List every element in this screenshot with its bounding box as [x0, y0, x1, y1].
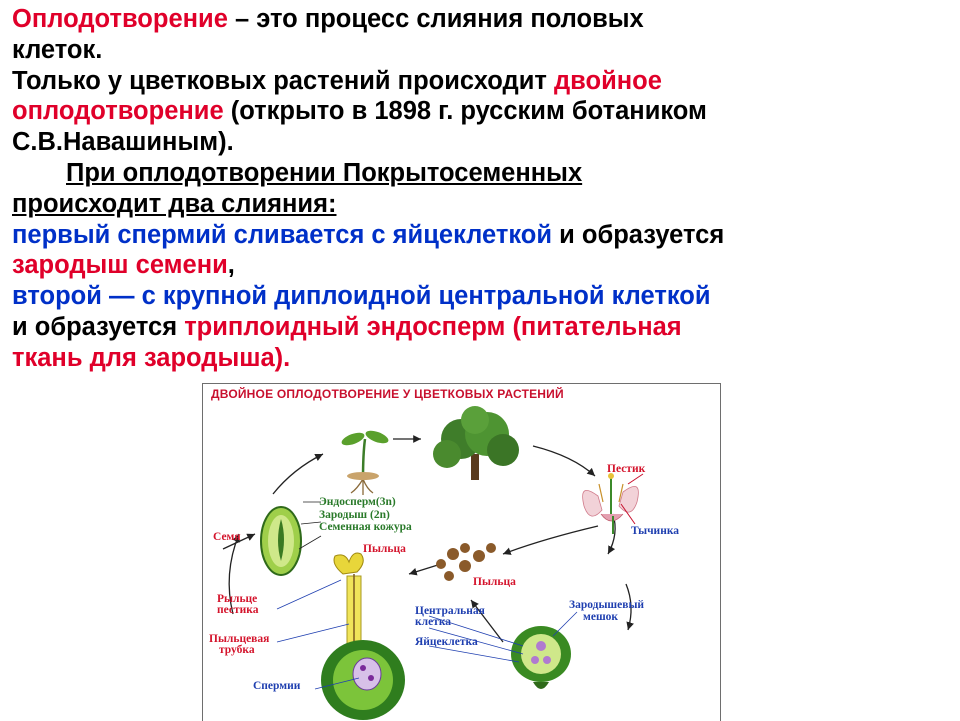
definition-line-1: Оплодотворение – это процесс слияния пол… [12, 4, 952, 35]
fusion-2-line-1: второй — с крупной диплоидной центрально… [12, 281, 952, 312]
definition-line-2: клеток. [12, 35, 103, 64]
term-fertilization-2: оплодотворение [12, 97, 224, 126]
heading-two-fusions-text: происходит два слияния: [12, 189, 337, 218]
label-pollen-mid: Пыльца [473, 576, 516, 588]
label-pollen-tube-1: Пыльцевая [209, 633, 270, 645]
label-central-cell-1: Центральная [415, 605, 485, 617]
label-leaders [276, 579, 578, 690]
flower-icon [582, 473, 644, 534]
comma: , [227, 251, 235, 280]
pistil-section-icon [321, 552, 405, 720]
label-pollen-tube-2: трубка [219, 644, 255, 656]
label-sperm: Спермии [253, 680, 301, 692]
double-line-2: оплодотворение (открыто в 1898 г. русски… [12, 96, 952, 127]
double-line-1: Только у цветковых растений происходит д… [12, 66, 952, 97]
label-embryo-sac-1: Зародышевый [569, 599, 645, 611]
label-egg-cell: Яйцеклетка [415, 636, 478, 648]
heading-angiosperms: При оплодотворении Покрытосеменных [12, 158, 952, 189]
cycle-illustration [222, 406, 644, 720]
definition-text: – это процесс слияния половых [227, 5, 644, 33]
seed-icon [260, 501, 322, 576]
label-pollen-top: Пыльца [363, 543, 406, 555]
cycle-arrows [222, 435, 634, 643]
term-endosperm: триплоидный эндосперм (питательная [184, 312, 682, 341]
double-text-a: Только у цветковых растений происходит [12, 66, 554, 95]
term-embryo: зародыш семени [12, 251, 228, 280]
double-line-3: С.В.Навашиным). [12, 128, 234, 157]
label-pistil: Пестик [607, 463, 646, 475]
label-embryo-sac-2: мешок [583, 611, 619, 623]
fusion-1-line-2: зародыш семени, [12, 250, 952, 281]
term-double: двойное [553, 66, 662, 95]
seedling-icon [341, 430, 389, 495]
slide-text: Оплодотворение – это процесс слияния пол… [12, 4, 952, 374]
term-fertilization: Оплодотворение [12, 5, 228, 33]
label-stigma-1: Рыльце [217, 593, 258, 605]
label-stamen: Тычинка [631, 525, 680, 537]
label-seed-coat: Семенная кожура [319, 521, 412, 533]
fusion-1-blue: первый спермий сливается с яйцеклеткой [12, 220, 553, 249]
heading-angiosperms-text: При оплодотворении Покрытосеменных [66, 158, 583, 187]
double-fertilization-figure: ДВОЙНОЕ ОПЛОДОТВОРЕНИЕ У ЦВЕТКОВЫХ РАСТЕ… [202, 383, 721, 721]
label-seed: Семя [213, 531, 241, 543]
fusion-2-black: и образуется [12, 312, 185, 341]
fusion-2-line-3: ткань для зародыша). [12, 343, 952, 374]
embryo-sac-icon [511, 626, 571, 689]
term-endosperm-2: ткань для зародыша). [12, 343, 291, 372]
fusion-2-blue: второй — с крупной диплоидной центрально… [12, 282, 711, 311]
heading-two-fusions: происходит два слияния: [12, 189, 952, 220]
figure-title: ДВОЙНОЕ ОПЛОДОТВОРЕНИЕ У ЦВЕТКОВЫХ РАСТЕ… [211, 387, 564, 401]
tree-icon [433, 406, 519, 480]
fusion-1-line-1: первый спермий сливается с яйцеклеткой и… [12, 220, 952, 251]
label-endosperm: Эндосперм(3n) [319, 496, 396, 508]
pollen-grains-icon [436, 543, 496, 581]
fusion-2-line-2: и образуется триплоидный эндосперм (пита… [12, 312, 952, 343]
label-stigma-2: пестика [217, 604, 259, 616]
double-text-b: (открыто в 1898 г. русским ботаником [223, 97, 707, 126]
label-central-cell-2: клетка [415, 616, 452, 628]
fusion-1-black: и образуется [552, 220, 725, 249]
label-embryo: Зародыш (2n) [319, 509, 390, 521]
